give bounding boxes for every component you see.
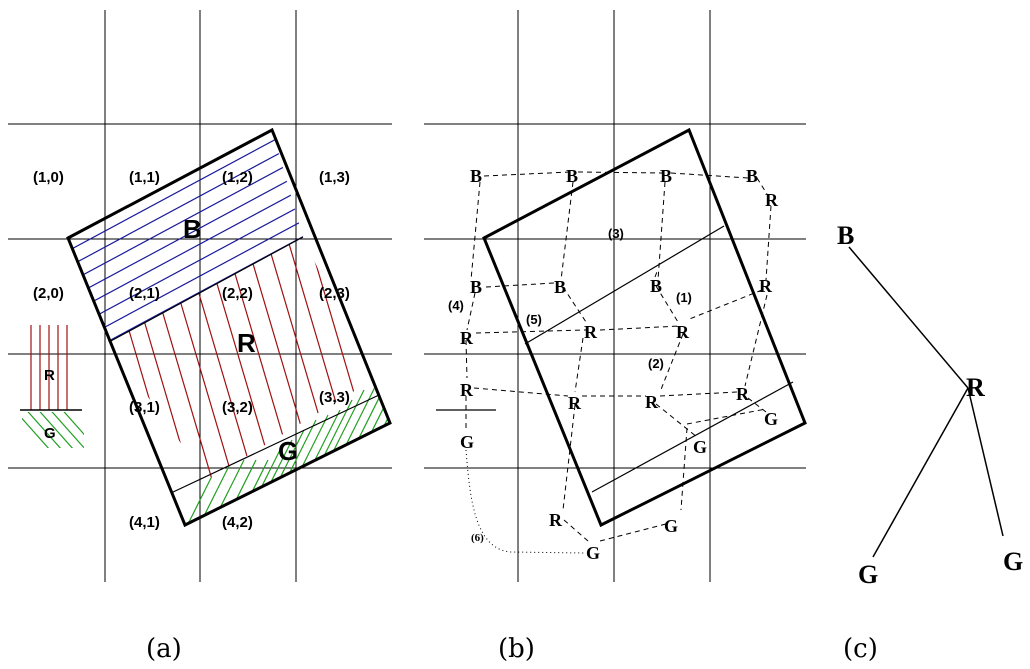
- graph-edges-b: [465, 171, 772, 542]
- node-r6: R: [460, 380, 474, 400]
- annotation-5: (5): [526, 312, 542, 327]
- node-b5: B: [470, 277, 482, 297]
- cell-label-3-2: (3,2): [222, 399, 253, 416]
- boundary-br-a: [108, 236, 304, 343]
- tree-node-g-right: G: [1003, 547, 1023, 576]
- caption-a: (a): [146, 634, 182, 664]
- node-r1: R: [765, 190, 779, 210]
- node-r9: R: [736, 384, 750, 404]
- cell-label-2-1: (2,1): [129, 285, 160, 302]
- cell-label-2-3: (2,3): [319, 285, 350, 302]
- boundary-rg-a: [170, 394, 380, 494]
- node-b2: B: [566, 166, 578, 186]
- annotation-3: (3): [608, 226, 624, 241]
- annotation-1: (1): [676, 290, 692, 305]
- panel-b: B B B B R B B B R R R R R R R R G G G R …: [424, 10, 807, 582]
- grid-b: [424, 10, 806, 582]
- tree-node-g-left: G: [858, 560, 878, 589]
- cell-label-3-1: (3,1): [129, 399, 160, 416]
- legend-label-r: R: [44, 367, 55, 384]
- node-r4: R: [584, 322, 598, 342]
- cell-label-4-2: (4,2): [222, 514, 253, 531]
- panel-a: (1,0) (1,1) (1,2) (1,3) (2,0) (2,1) (2,2…: [8, 10, 392, 582]
- node-b7: B: [650, 276, 662, 296]
- node-r3: R: [460, 328, 474, 348]
- annotation-2: (2): [648, 356, 664, 371]
- region-label-r: R: [237, 328, 256, 358]
- annotation-6: (6): [471, 532, 484, 544]
- node-g3: G: [693, 437, 707, 457]
- node-b3: B: [660, 166, 672, 186]
- tree-edges-c: [848, 246, 1004, 558]
- node-g2: G: [764, 409, 778, 429]
- legend-label-g: G: [44, 425, 56, 442]
- cell-label-2-0: (2,0): [33, 285, 64, 302]
- rotated-rectangle-a: [66, 127, 392, 528]
- node-r7: R: [568, 393, 582, 413]
- legend-a: R G: [20, 325, 84, 448]
- caption-c: (c): [843, 634, 878, 664]
- boundary-br-b: [524, 225, 725, 345]
- node-b4: B: [746, 166, 758, 186]
- node-r5: R: [676, 322, 690, 342]
- annotation-4: (4): [448, 298, 464, 313]
- caption-b: (b): [498, 634, 535, 664]
- rotated-rectangle-b: [482, 127, 807, 528]
- tree-node-r: R: [966, 373, 985, 402]
- node-g5: G: [586, 543, 600, 563]
- cell-label-3-3: (3,3): [319, 389, 350, 406]
- cell-label-1-1: (1,1): [129, 169, 160, 186]
- tree-node-b: B: [837, 221, 854, 250]
- cell-label-1-3: (1,3): [319, 169, 350, 186]
- cell-label-1-2: (1,2): [222, 169, 253, 186]
- region-label-g: G: [278, 436, 298, 466]
- boundary-rg-b: [591, 381, 794, 493]
- node-b6: B: [554, 277, 566, 297]
- node-b1: B: [470, 166, 482, 186]
- node-g1: G: [460, 432, 474, 452]
- grid-a: [8, 10, 392, 582]
- node-r10: R: [549, 510, 563, 530]
- node-g4: G: [664, 516, 678, 536]
- panel-c: B R G G: [837, 221, 1023, 589]
- cell-label-4-1: (4,1): [129, 514, 160, 531]
- node-r8: R: [645, 392, 659, 412]
- region-label-b: B: [183, 214, 202, 244]
- node-r2: R: [759, 276, 773, 296]
- cell-label-2-2: (2,2): [222, 285, 253, 302]
- cell-label-1-0: (1,0): [33, 169, 64, 186]
